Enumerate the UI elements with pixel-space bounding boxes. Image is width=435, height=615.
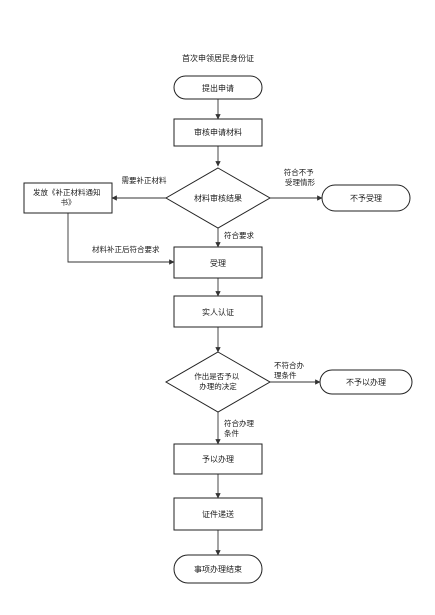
node-supplement xyxy=(23,182,113,214)
node-end xyxy=(173,554,263,584)
label-meets-handle: 符合办理 条件 xyxy=(224,418,256,438)
diagram-title: 首次申领居民身份证 xyxy=(182,53,254,63)
node-end-label: 事项办理结束 xyxy=(194,564,242,574)
node-reject2 xyxy=(319,369,413,395)
node-approve-label: 予以办理 xyxy=(202,454,234,464)
node-decision1 xyxy=(164,167,272,229)
label-not-meet-handle: 不符合办 理条件 xyxy=(274,360,306,380)
node-reject1-label: 不予受理 xyxy=(350,193,382,203)
node-decision2 xyxy=(164,351,272,413)
label-need-supplement: 需要补正材料 xyxy=(122,175,167,185)
node-approve xyxy=(173,443,263,475)
node-decision2-label: 作出是否予以 办理的决定 xyxy=(194,371,241,391)
label-meets-requirements: 符合要求 xyxy=(224,230,254,240)
node-deliver-label: 证件递送 xyxy=(202,509,234,519)
edge-supplement-accept xyxy=(67,213,175,265)
node-start-label: 提出申请 xyxy=(202,83,234,93)
node-review xyxy=(173,118,263,147)
node-accept xyxy=(173,246,263,279)
node-deliver xyxy=(173,497,263,531)
node-review-label: 审核申请材料 xyxy=(194,127,242,137)
label-not-meet-accept: 符合不予 受理情形 xyxy=(284,167,316,187)
node-verify-label: 实人认证 xyxy=(202,307,234,317)
node-reject1 xyxy=(321,184,411,212)
node-verify xyxy=(173,295,263,328)
node-supplement-label: 发放《补正材料通知 书》 xyxy=(33,187,103,207)
node-start xyxy=(173,75,263,100)
node-reject2-label: 不予以办理 xyxy=(346,377,386,387)
node-decision1-label: 材料审核结果 xyxy=(194,193,242,203)
node-accept-label: 受理 xyxy=(210,258,226,268)
label-supplement-done: 材料补正后符合要求 xyxy=(92,244,160,254)
